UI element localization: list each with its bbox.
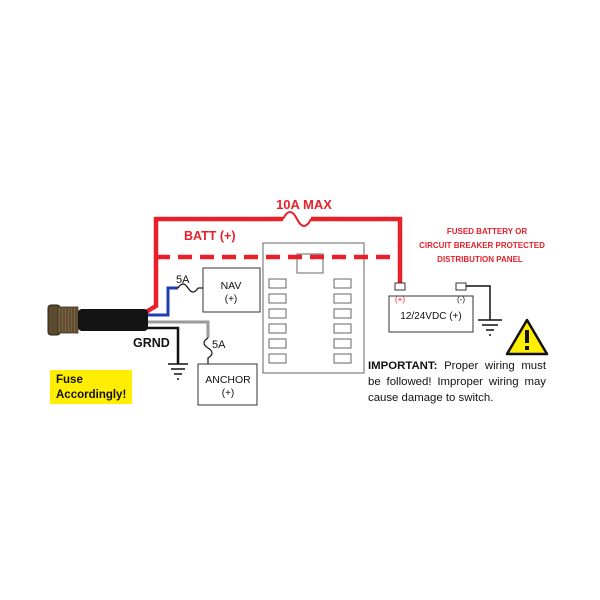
fuse-accordingly-badge: Fuse Accordingly! — [50, 370, 132, 404]
nav-wire — [146, 286, 178, 317]
fuse-nav-symbol-icon — [177, 283, 199, 293]
battery-neg-terminal — [455, 282, 467, 291]
ground-label: GRND — [133, 336, 170, 350]
panel-label-line3: DISTRIBUTION PANEL — [437, 255, 523, 264]
fuse-nav-label: 5A — [176, 274, 190, 286]
important-text: Proper wiring must be followed! Improper… — [368, 360, 547, 404]
panel-label-line1: FUSED BATTERY OR — [447, 227, 528, 236]
batt-label: BATT (+) — [184, 229, 236, 243]
batt-positive-wire-continuation — [311, 216, 403, 287]
ground-wire — [146, 326, 180, 364]
battery-box — [388, 295, 474, 333]
ground-symbol-icon — [168, 363, 188, 380]
battery-voltage-label: 12/24VDC (+) — [400, 311, 461, 322]
battery-ground-wire — [466, 285, 491, 320]
nav-label: NAV — [221, 280, 242, 292]
anchor-wire — [146, 320, 210, 338]
battery-neg-label: (-) — [457, 295, 465, 304]
nav-box — [202, 267, 261, 313]
panel-label-line2: CIRCUIT BREAKER PROTECTED — [419, 241, 545, 250]
fuse-anchor-label: 5A — [212, 339, 226, 351]
battery-pos-terminal — [394, 282, 406, 291]
batt-positive-wire — [144, 216, 283, 314]
fuse-badge-line1: Fuse — [56, 374, 83, 386]
toggle-switch-icon — [47, 304, 148, 336]
nav-polarity: (+) — [225, 294, 238, 305]
fuse-anchor-symbol-icon — [203, 337, 213, 380]
anchor-label: ANCHOR — [205, 374, 251, 386]
battery-ground-symbol-icon — [478, 319, 502, 336]
fuse-badge-line2: Accordingly! — [56, 389, 127, 401]
battery-pos-label: (+) — [395, 295, 405, 304]
panel-breakers-right — [333, 278, 352, 364]
anchor-box — [197, 363, 258, 406]
max-current-label: 10A MAX — [276, 197, 332, 212]
panel-breakers-left — [268, 278, 287, 364]
important-lead: IMPORTANT: — [368, 360, 438, 372]
anchor-polarity: (+) — [222, 388, 235, 399]
important-note: IMPORTANT: Proper wiring must be followe… — [368, 358, 546, 406]
warning-triangle-icon — [505, 318, 549, 356]
fuse-10a-symbol-icon — [282, 211, 312, 227]
